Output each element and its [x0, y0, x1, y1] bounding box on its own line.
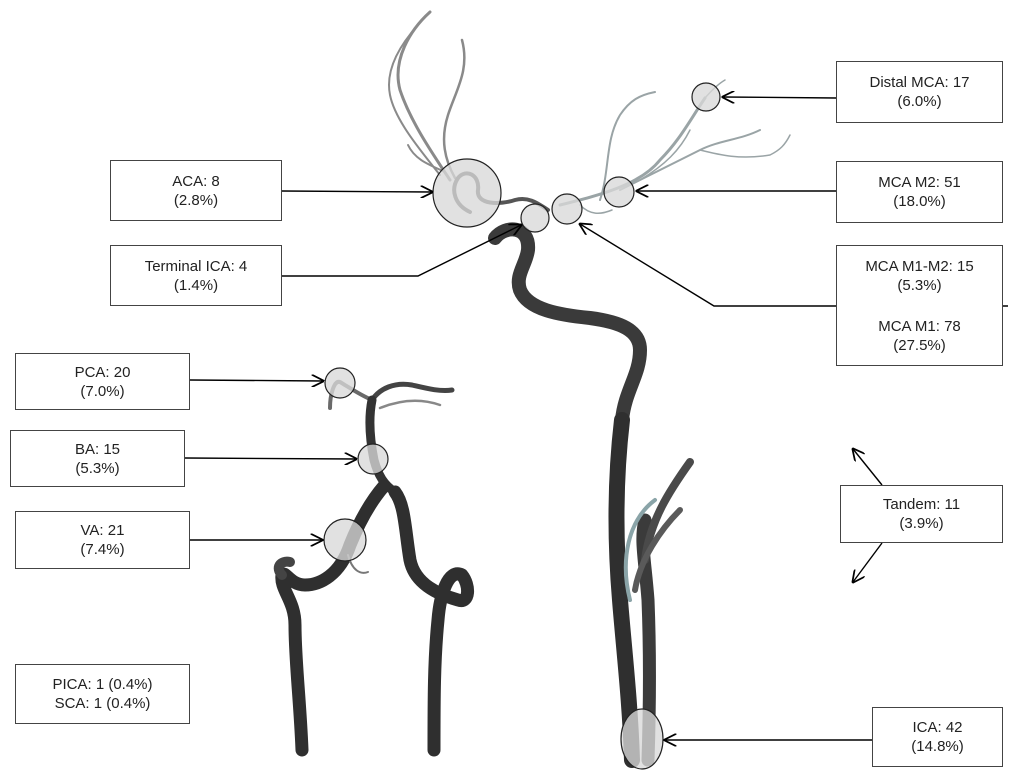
pointer-tandem-up	[853, 449, 882, 485]
pointer-ba	[185, 458, 356, 459]
pointer-tandem-down	[853, 543, 882, 582]
label-pca-name: PCA: 20	[75, 363, 131, 382]
label-tandem: Tandem: 11 (3.9%)	[840, 485, 1003, 543]
label-ica: ICA: 42 (14.8%)	[872, 707, 1003, 767]
label-pca: PCA: 20 (7.0%)	[15, 353, 190, 410]
marker-pca	[325, 368, 355, 398]
pointer-aca	[282, 191, 432, 192]
label-mca-m2-pct: (18.0%)	[893, 192, 946, 211]
marker-mca-m2	[604, 177, 634, 207]
label-ba-name: BA: 15	[75, 440, 120, 459]
label-distal-mca: Distal MCA: 17 (6.0%)	[836, 61, 1003, 123]
label-ba: BA: 15 (5.3%)	[10, 430, 185, 487]
label-mca-m1: MCA M1: 78 (27.5%)	[836, 306, 1003, 366]
label-pica-sca: PICA: 1 (0.4%) SCA: 1 (0.4%)	[15, 664, 190, 724]
label-mca-m1-name: MCA M1: 78	[878, 317, 961, 336]
label-terminal-ica-pct: (1.4%)	[174, 276, 218, 295]
mca-branches	[560, 80, 790, 213]
label-mca-m1-pct: (27.5%)	[893, 336, 946, 355]
label-distal-mca-pct: (6.0%)	[897, 92, 941, 111]
label-tandem-pct: (3.9%)	[899, 514, 943, 533]
location-markers	[324, 83, 720, 769]
label-aca-pct: (2.8%)	[174, 191, 218, 210]
label-va-pct: (7.4%)	[80, 540, 124, 559]
marker-va	[324, 519, 366, 561]
marker-ica	[621, 709, 663, 769]
pca-right-2	[380, 401, 440, 408]
label-ica-pct: (14.8%)	[911, 737, 964, 756]
pointer-distal-mca	[723, 97, 836, 98]
label-mca-m2: MCA M2: 51 (18.0%)	[836, 161, 1003, 223]
marker-terminal-ica	[521, 204, 549, 232]
pointer-terminal-ica	[282, 225, 521, 276]
marker-distal-mca	[692, 83, 720, 111]
vessel-tree	[279, 12, 790, 760]
pca-right	[372, 384, 452, 400]
aca-vessels	[389, 12, 464, 180]
label-terminal-ica: Terminal ICA: 4 (1.4%)	[110, 245, 282, 306]
label-aca-name: ACA: 8	[172, 172, 220, 191]
left-va	[395, 492, 468, 750]
label-va-name: VA: 21	[81, 521, 125, 540]
ica-siphon	[495, 229, 640, 420]
label-mca-m1-m2-name: MCA M1-M2: 15	[865, 257, 973, 276]
label-distal-mca-name: Distal MCA: 17	[869, 73, 969, 92]
pointer-pca	[190, 380, 323, 381]
label-pca-pct: (7.0%)	[80, 382, 124, 401]
label-aca: ACA: 8 (2.8%)	[110, 160, 282, 221]
label-va: VA: 21 (7.4%)	[15, 511, 190, 569]
label-pica: PICA: 1 (0.4%)	[52, 675, 152, 694]
label-ba-pct: (5.3%)	[75, 459, 119, 478]
marker-aca	[433, 159, 501, 227]
marker-ba	[358, 444, 388, 474]
label-mca-m1-m2-pct: (5.3%)	[897, 276, 941, 295]
marker-mca-m1	[552, 194, 582, 224]
label-mca-m1-m2: MCA M1-M2: 15 (5.3%)	[836, 245, 1003, 306]
label-mca-m2-name: MCA M2: 51	[878, 173, 961, 192]
label-tandem-name: Tandem: 11	[883, 495, 960, 514]
label-terminal-ica-name: Terminal ICA: 4	[145, 257, 248, 276]
label-ica-name: ICA: 42	[912, 718, 962, 737]
label-sca: SCA: 1 (0.4%)	[55, 694, 151, 713]
